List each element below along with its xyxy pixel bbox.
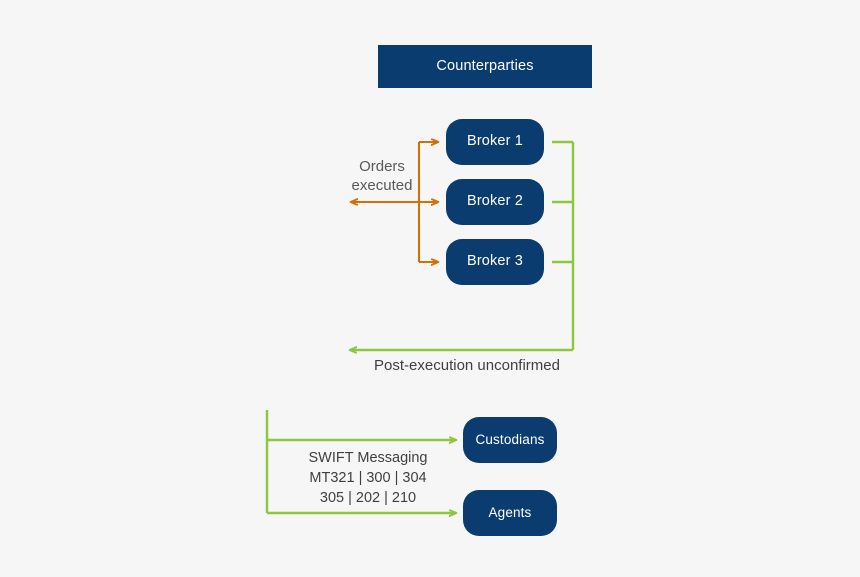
node-broker-2[interactable]: Broker 2: [446, 179, 544, 225]
node-broker-2-label: Broker 2: [467, 193, 523, 210]
node-custodians-label: Custodians: [475, 431, 545, 447]
node-agents-label: Agents: [488, 504, 532, 520]
node-counterparties-label: Counterparties: [436, 57, 534, 74]
node-broker-3-label: Broker 3: [467, 253, 523, 270]
label-swift-messaging: SWIFT Messaging MT321 | 300 | 304 305 | …: [308, 450, 428, 506]
label-post-execution-unconfirmed: Post-execution unconfirmed: [374, 357, 560, 374]
orders-executed-flow: [351, 142, 438, 262]
swift-messaging-flow: [265, 410, 456, 513]
node-custodians[interactable]: Custodians: [463, 417, 557, 463]
post-execution-flow: [350, 140, 575, 350]
node-broker-3[interactable]: Broker 3: [446, 239, 544, 285]
node-broker-1[interactable]: Broker 1: [446, 119, 544, 165]
node-agents[interactable]: Agents: [463, 490, 557, 536]
node-broker-1-label: Broker 1: [467, 133, 523, 150]
label-orders-executed: Orders executed: [351, 158, 413, 194]
node-counterparties[interactable]: Counterparties: [378, 45, 592, 88]
